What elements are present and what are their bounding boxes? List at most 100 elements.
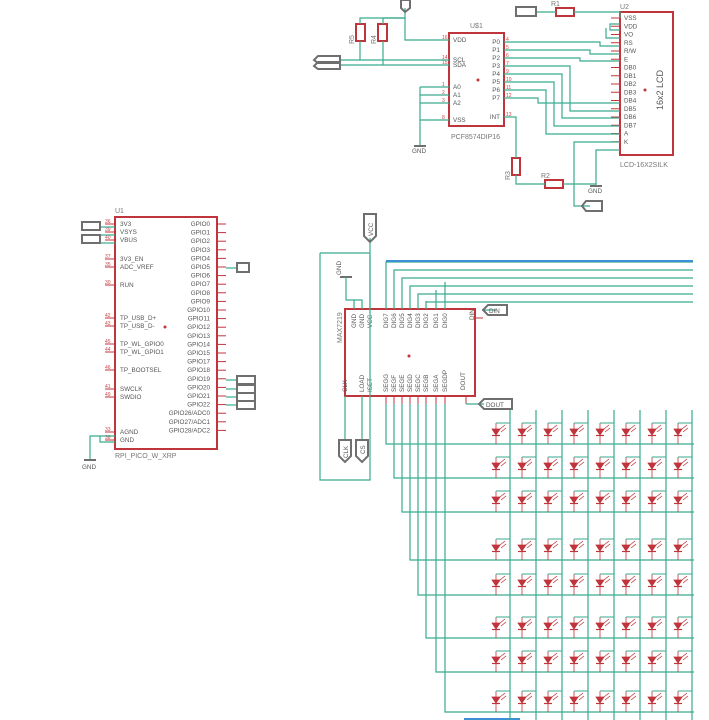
- matrix-row-wire: [425, 404, 694, 639]
- pico-pin-number: 49: [105, 392, 111, 398]
- led-arrow: [604, 543, 611, 549]
- led-arrow: [551, 424, 558, 430]
- led-arrow: [500, 495, 507, 501]
- pico-value: RPI_PICO_W_XRP: [115, 453, 177, 460]
- pico-pin-label: ADC_VREF: [120, 264, 154, 271]
- led-diode: [543, 496, 553, 504]
- led-arrow: [577, 540, 584, 546]
- io-expander[interactable]: U$1 PCF8574DIP16 VDD16SCL14SDA15A01A12A2…: [441, 23, 512, 141]
- resistor-r3[interactable]: R3: [505, 157, 521, 180]
- driver-top-label: DIG5: [399, 313, 406, 328]
- pico-pin-number: 42: [105, 313, 111, 319]
- lcd-pin-label: VO: [624, 32, 633, 39]
- led-diode: [621, 428, 631, 436]
- led-diode: [491, 496, 501, 504]
- pico-pin-label: TP_BOOTSEL: [120, 367, 162, 374]
- led-diode: [517, 544, 527, 552]
- flag-pico-gpio21: [236, 400, 256, 410]
- led-arrow: [577, 618, 584, 624]
- pico-pin-label: GPIO13: [187, 333, 210, 340]
- led-arrow: [630, 621, 637, 627]
- led-arrow: [629, 618, 636, 624]
- lcd-pin-label: DB5: [624, 106, 637, 113]
- led-arrow: [499, 458, 506, 464]
- led-arrow: [656, 655, 663, 661]
- led-diode: [543, 544, 553, 552]
- pico-pin-label: SWDIO: [120, 394, 141, 401]
- matrix-row-wire: [409, 404, 694, 561]
- lcd-pin-label: DB4: [624, 98, 637, 105]
- pico-pin-label: GPIO18: [187, 367, 210, 374]
- pico-pin-label: GPIO12: [187, 324, 210, 331]
- led-arrow: [500, 695, 507, 701]
- led-diode: [595, 696, 605, 704]
- pico-module[interactable]: U1 RPI_PICO_W_XRP 3V336VSYS39VBUS403V3_E…: [105, 208, 226, 460]
- lcd-pin-label: RS: [624, 40, 633, 47]
- led-arrow: [604, 495, 611, 501]
- led-arrow: [656, 695, 663, 701]
- led-arrow: [552, 427, 559, 433]
- led-arrow: [552, 655, 559, 661]
- resistor-r4[interactable]: R4: [371, 23, 388, 44]
- led-diode: [517, 496, 527, 504]
- expander-origin-marker: [476, 78, 480, 82]
- resistor-r2[interactable]: R2: [541, 173, 564, 189]
- led-arrow: [655, 692, 662, 698]
- led-diode: [621, 462, 631, 470]
- expander-pin-number: 13: [506, 112, 512, 118]
- led-arrow: [551, 492, 558, 498]
- led-arrow: [655, 618, 662, 624]
- led-arrow: [681, 692, 688, 698]
- lcd-display[interactable]: U2 16x2 LCD LCD-16X2SILK VSSVDDVORSR/WED…: [611, 4, 674, 169]
- expander-pin-label: A2: [453, 100, 461, 107]
- led-arrow: [577, 492, 584, 498]
- flag-vcc-label: VCC: [368, 222, 375, 236]
- pico-pin-label: GPIO3: [191, 247, 211, 254]
- pico-pin-label: GPIO2: [191, 238, 211, 245]
- expander-pin-label: P5: [492, 79, 500, 86]
- lcd-pin-label: R/W: [624, 48, 636, 55]
- led-arrow: [682, 461, 689, 467]
- pico-pin-label: 3V3: [120, 221, 132, 228]
- led-arrow: [525, 575, 532, 581]
- pico-pin-label: GND: [120, 437, 134, 444]
- driver-top-label: DIG2: [423, 313, 430, 328]
- lcd-package: LCD-16X2SILK: [620, 162, 668, 169]
- led-diode: [543, 696, 553, 704]
- led-arrow: [551, 540, 558, 546]
- resistor-r1[interactable]: R1: [551, 1, 575, 17]
- led-arrow: [682, 495, 689, 501]
- led-arrow: [682, 578, 689, 584]
- pico-pin-number: 36: [105, 219, 111, 225]
- led-diode: [673, 462, 683, 470]
- driver-top-label: DIG0: [442, 313, 449, 328]
- led-arrow: [525, 618, 532, 624]
- driver-bottom-label: SEGE: [399, 375, 406, 393]
- expander-pin-number: 4: [506, 37, 509, 43]
- led-diode: [569, 579, 579, 587]
- led-diode: [595, 462, 605, 470]
- led-diode: [673, 544, 683, 552]
- gnd-symbol-expander: GND: [412, 145, 426, 155]
- led-arrow: [578, 543, 585, 549]
- led-diode: [517, 622, 527, 630]
- led-arrow: [499, 692, 506, 698]
- r1-label: R1: [551, 1, 560, 8]
- gnd-symbol-lcd: GND: [588, 185, 602, 195]
- driver-bottom-label: SEGC: [415, 374, 422, 392]
- led-arrow: [682, 655, 689, 661]
- led-arrow: [551, 692, 558, 698]
- resistor-r5[interactable]: R5: [349, 23, 366, 44]
- driver-top-label: DIG3: [415, 313, 422, 328]
- expander-value: PCF8574DIP16: [451, 134, 500, 141]
- led-arrow: [655, 424, 662, 430]
- led-arrow: [681, 424, 688, 430]
- led-arrow: [681, 575, 688, 581]
- driver-top-label: DIG7: [383, 313, 390, 328]
- driver-bottom-label: SEGF: [391, 375, 398, 392]
- expander-pin-label: A1: [453, 92, 461, 99]
- driver-top-label: DIG6: [391, 313, 398, 328]
- led-arrow: [525, 458, 532, 464]
